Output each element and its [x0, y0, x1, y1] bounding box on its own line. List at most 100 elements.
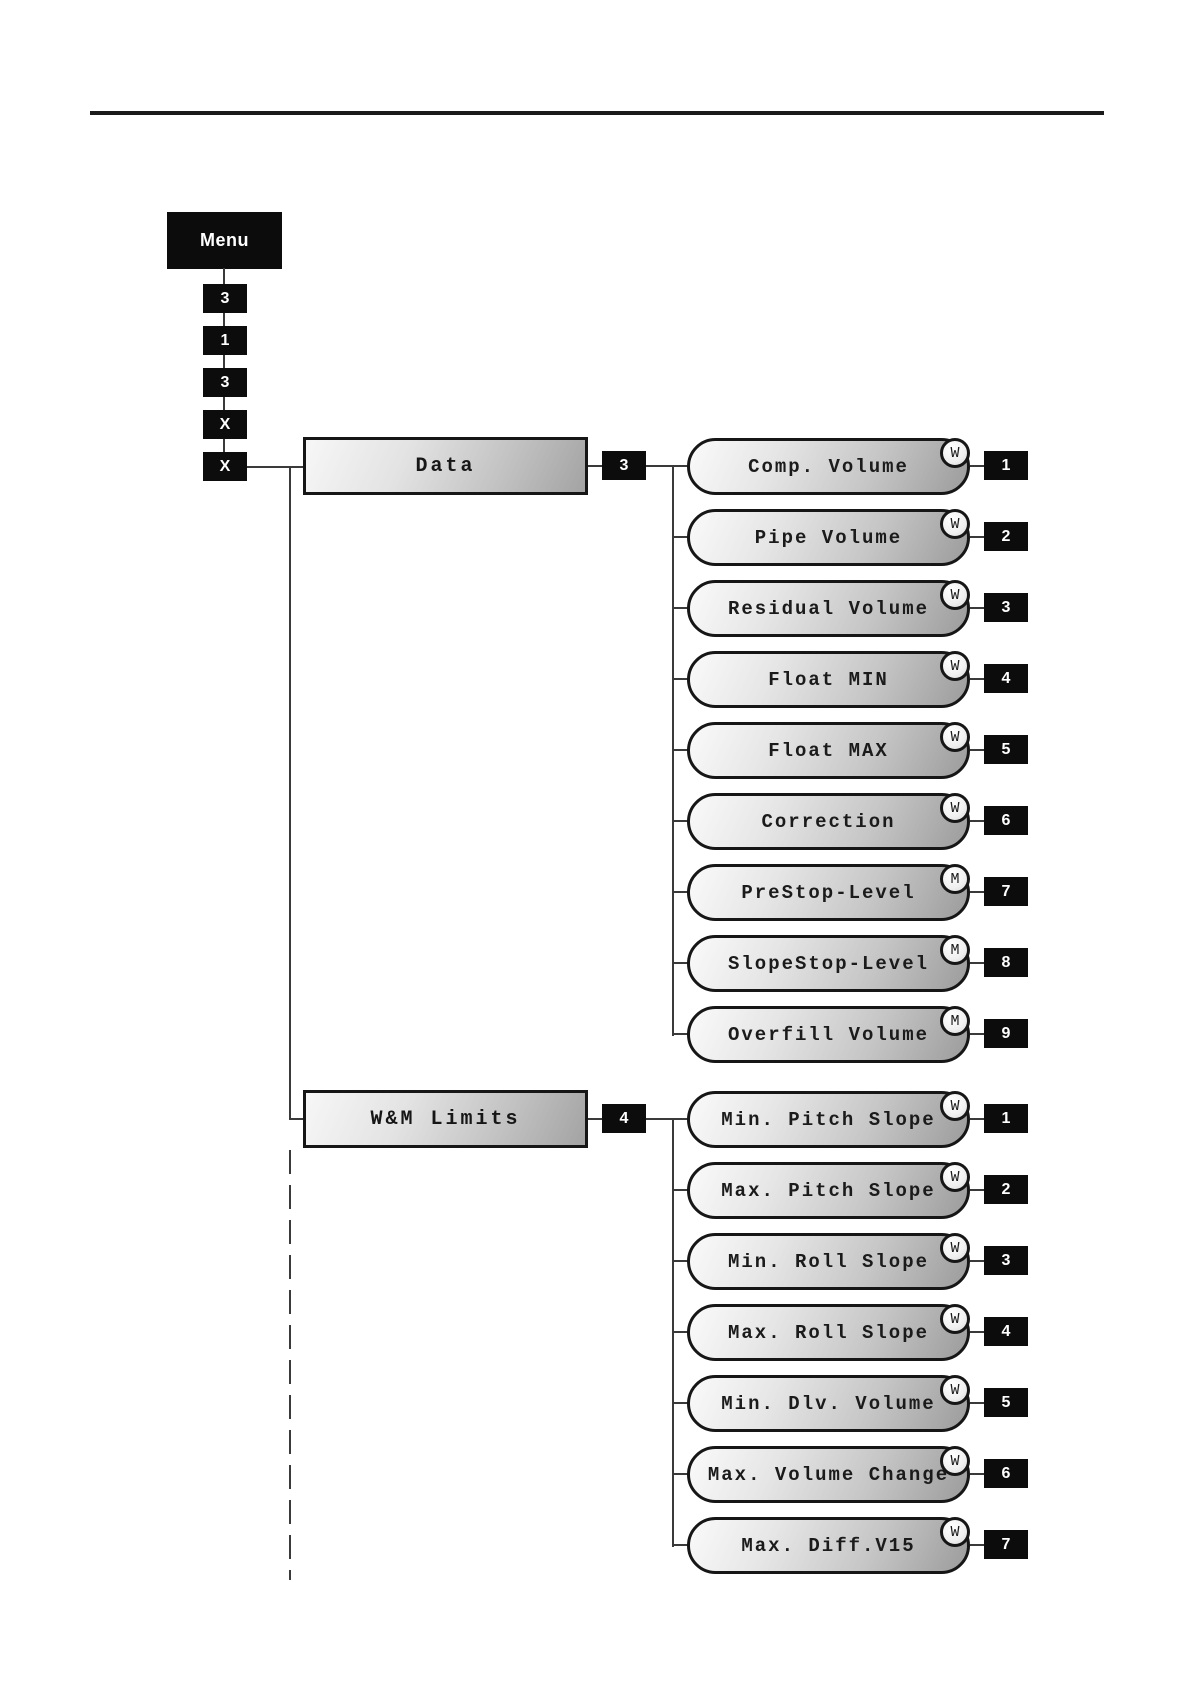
menu-item-row: Max. Diff.V15 W 7	[672, 1517, 1092, 1574]
menu-item-pill: Min. Dlv. Volume W	[687, 1375, 970, 1432]
menu-item-label: Min. Roll Slope	[727, 1250, 930, 1273]
branch-label: W&M Limits	[370, 1107, 521, 1131]
row-stub-line	[672, 678, 688, 680]
access-letter: W	[950, 799, 960, 817]
menu-item-row: Min. Roll Slope W 3	[672, 1233, 1092, 1290]
menu-item-pill: Max. Diff.V15 W	[687, 1517, 970, 1574]
menu-item-label: Max. Volume Change	[707, 1463, 950, 1486]
menu-item-row: Residual Volume W 3	[672, 580, 1092, 637]
menu-item-label: Min. Pitch Slope	[721, 1108, 936, 1131]
branch-label: Data	[415, 454, 476, 478]
access-level-badge: M	[940, 864, 970, 894]
pill-to-number-line	[970, 891, 985, 893]
menu-item-label: Max. Diff.V15	[741, 1534, 916, 1557]
access-letter: W	[950, 657, 960, 675]
item-number-box: 5	[984, 1388, 1028, 1417]
access-letter: W	[950, 1381, 960, 1399]
item-number-box: 8	[984, 948, 1028, 977]
row-stub-line	[672, 1118, 688, 1120]
menu-item-label: SlopeStop-Level	[727, 952, 930, 975]
row-stub-line	[672, 1331, 688, 1333]
menu-item-row: Comp. Volume W 1	[672, 438, 1092, 495]
access-level-badge: W	[940, 651, 970, 681]
branch-line	[289, 466, 291, 1119]
item-number-box: 4	[984, 664, 1028, 693]
menu-root-label: Menu	[200, 230, 249, 250]
menu-item-label: Max. Roll Slope	[727, 1321, 930, 1344]
menu-item-label: PreStop-Level	[741, 881, 916, 904]
pill-to-number-line	[970, 1118, 985, 1120]
access-level-badge: M	[940, 1006, 970, 1036]
menu-item-label: Max. Pitch Slope	[721, 1179, 936, 1202]
menu-item-label: Float MIN	[768, 668, 889, 691]
pill-to-number-line	[970, 678, 985, 680]
access-level-badge: W	[940, 509, 970, 539]
menu-item-pill: PreStop-Level M	[687, 864, 970, 921]
item-number-box: 2	[984, 522, 1028, 551]
branch-connector-line	[588, 465, 604, 467]
dashed-continuation-line	[289, 1150, 291, 1580]
root-to-branch-line	[247, 466, 303, 468]
menu-item-row: Pipe Volume W 2	[672, 509, 1092, 566]
key-box: X	[203, 452, 247, 481]
menu-item-pill: Correction W	[687, 793, 970, 850]
menu-item-pill: Max. Roll Slope W	[687, 1304, 970, 1361]
menu-item-pill: Max. Volume Change W	[687, 1446, 970, 1503]
menu-item-row: PreStop-Level M 7	[672, 864, 1092, 921]
row-stub-line	[672, 536, 688, 538]
access-level-badge: W	[940, 438, 970, 468]
key-box: 3	[203, 284, 247, 313]
menu-item-label: Float MAX	[768, 739, 889, 762]
pill-to-number-line	[970, 1402, 985, 1404]
menu-item-label: Pipe Volume	[754, 526, 903, 549]
access-level-badge: W	[940, 1091, 970, 1121]
key-to-trunk-line	[646, 1118, 673, 1120]
menu-item-row: Max. Pitch Slope W 2	[672, 1162, 1092, 1219]
access-letter: W	[950, 728, 960, 746]
menu-item-label: Comp. Volume	[748, 455, 909, 478]
access-letter: W	[950, 1239, 960, 1257]
menu-item-pill: SlopeStop-Level M	[687, 935, 970, 992]
row-stub-line	[672, 1402, 688, 1404]
pill-to-number-line	[970, 1033, 985, 1035]
menu-item-pill: Overfill Volume M	[687, 1006, 970, 1063]
access-letter: W	[950, 1097, 960, 1115]
access-letter: W	[950, 1452, 960, 1470]
pill-to-number-line	[970, 1331, 985, 1333]
menu-item-pill: Max. Pitch Slope W	[687, 1162, 970, 1219]
item-number-box: 7	[984, 877, 1028, 906]
menu-item-row: Float MIN W 4	[672, 651, 1092, 708]
page-header-rule	[90, 111, 1104, 115]
menu-root-box: Menu	[167, 212, 282, 269]
menu-item-row: Max. Volume Change W 6	[672, 1446, 1092, 1503]
menu-item-label: Overfill Volume	[727, 1023, 930, 1046]
menu-item-pill: Float MIN W	[687, 651, 970, 708]
key-box: 3	[203, 368, 247, 397]
pill-to-number-line	[970, 607, 985, 609]
item-number-box: 5	[984, 735, 1028, 764]
menu-item-row: Min. Pitch Slope W 1	[672, 1091, 1092, 1148]
row-stub-line	[672, 607, 688, 609]
row-stub-line	[672, 962, 688, 964]
pill-to-number-line	[970, 465, 985, 467]
row-stub-line	[672, 1544, 688, 1546]
pill-to-number-line	[970, 536, 985, 538]
key-to-trunk-line	[646, 465, 673, 467]
item-number-box: 9	[984, 1019, 1028, 1048]
access-level-badge: M	[940, 935, 970, 965]
menu-item-label: Correction	[761, 810, 896, 833]
item-number-box: 1	[984, 1104, 1028, 1133]
access-letter: M	[950, 941, 960, 959]
pill-to-number-line	[970, 1189, 985, 1191]
access-letter: W	[950, 515, 960, 533]
access-level-badge: W	[940, 722, 970, 752]
branch-connector-line	[588, 1118, 604, 1120]
access-level-badge: W	[940, 1233, 970, 1263]
branch-box: Data	[303, 437, 588, 495]
row-stub-line	[672, 465, 688, 467]
trunk-line	[672, 1119, 674, 1547]
access-letter: W	[950, 1523, 960, 1541]
pill-to-number-line	[970, 962, 985, 964]
row-stub-line	[672, 820, 688, 822]
menu-item-row: SlopeStop-Level M 8	[672, 935, 1092, 992]
